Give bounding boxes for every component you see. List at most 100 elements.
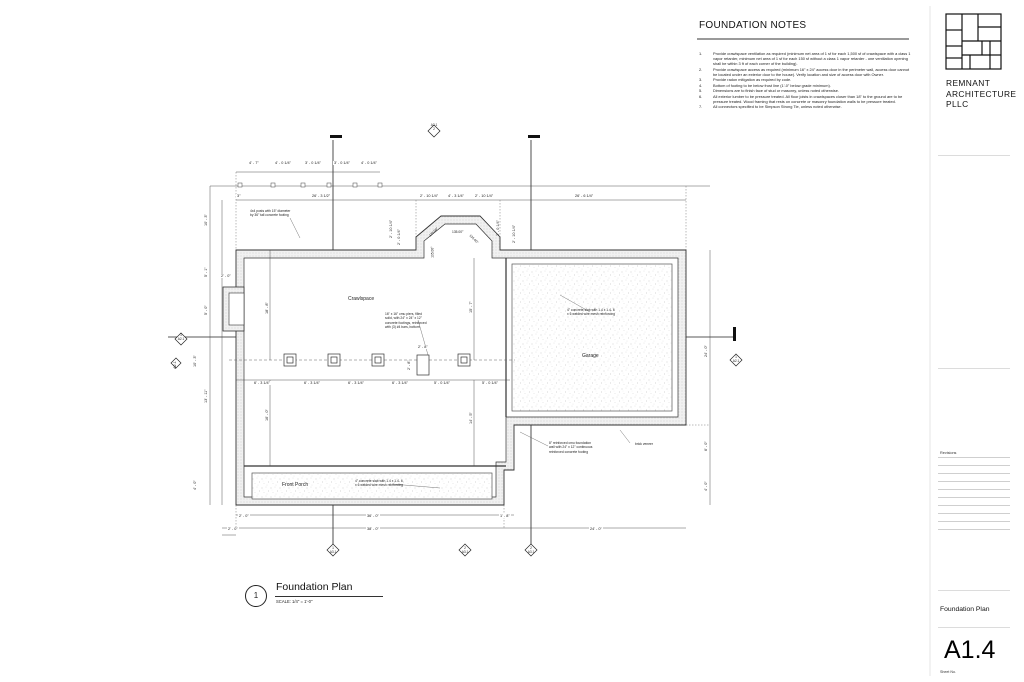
note-item: 5.Dimensions are to finish face of stud … <box>699 88 840 94</box>
titleblock-divider <box>938 155 1010 156</box>
room-label-crawlspace: Crawlspace <box>348 296 375 302</box>
plan-scale: SCALE: 1/4" = 1'-0" <box>276 599 313 604</box>
titleblock-divider <box>938 368 1010 369</box>
revision-row <box>938 481 1010 482</box>
dimension-text: 14' - 5" <box>469 412 473 424</box>
dimension-text: 4' - 0" <box>704 481 708 491</box>
dimension-text: 3" <box>236 194 242 198</box>
dimension-text: 5' - 1" <box>204 267 208 277</box>
revision-row <box>938 465 1010 466</box>
dimension-ticks <box>237 182 383 188</box>
dimension-text: 6' - 0" <box>704 441 708 451</box>
revision-row <box>938 513 1010 514</box>
garage-slab <box>511 263 673 412</box>
foundation-notes-title: FOUNDATION NOTES <box>699 20 807 31</box>
room-label-garage: Garage <box>582 353 599 359</box>
revision-row <box>938 473 1010 474</box>
dimension-text: 2' - 10 1/4" <box>389 219 393 238</box>
firm-name-line: ARCHITECTURE <box>946 88 1017 99</box>
titleblock-divider <box>938 627 1010 628</box>
dimension-text: 2' - 8" <box>407 360 411 370</box>
section-markers <box>170 124 743 557</box>
dimension-text: 15' - 7" <box>469 301 473 313</box>
dimension-text: 18' - 8" <box>265 302 269 314</box>
dimension-text: 5' - 0 1/4" <box>433 381 452 385</box>
note-item: 3.Provide radon mitigation as required b… <box>699 77 792 83</box>
section-tag-left: A2.1 <box>173 361 177 369</box>
revision-row <box>938 489 1010 490</box>
cmu-piers <box>283 353 471 367</box>
revision-row <box>938 457 1010 458</box>
dimension-text: 2' - 0" <box>238 514 250 518</box>
dimension-text: 2' - 8" <box>417 345 429 349</box>
dimension-text: 2' - 0" <box>227 527 239 531</box>
note-item: 4.Bottom of footing to be below frost li… <box>699 82 831 88</box>
dimension-text: 6' - 3 1/4" <box>253 381 272 385</box>
dimension-text: 16' - 0" <box>265 409 269 421</box>
dimension-text: 4' - 0" <box>193 480 197 490</box>
dimension-text: 2' - 0" <box>220 274 232 278</box>
firm-name-line: PLLC <box>946 99 969 109</box>
dimension-text: 5' - 0 1/4" <box>481 381 500 385</box>
dimension-text: 6' - 3 1/4" <box>391 381 410 385</box>
dimension-text: 10' - 3" <box>193 355 197 367</box>
firm-name: REMNANT ARCHITECTURE PLLC <box>946 78 1016 110</box>
revision-row <box>938 529 1010 530</box>
sheet-title: Foundation Plan <box>940 606 990 613</box>
bay-angle-label: 135.00° <box>452 230 464 234</box>
room-label-front-porch: Front Porch <box>282 482 309 488</box>
dimension-lines <box>209 171 711 536</box>
dimension-text: 36' - 0" <box>366 514 380 518</box>
dimension-text: 38' - 0" <box>366 527 380 531</box>
revision-row <box>938 505 1010 506</box>
revision-row <box>938 497 1010 498</box>
dimension-text: 2' - 10 1/4" <box>419 194 440 198</box>
porch-slab <box>251 472 493 500</box>
firm-logo <box>945 13 1002 70</box>
dimension-text: 3' - 0 1/4" <box>333 161 352 165</box>
dimension-text: 2' - 0 1/4" <box>496 219 500 236</box>
dimension-text: 4' - 0 1/4" <box>274 161 293 165</box>
dimension-text: 2' - 10 1/4" <box>512 224 516 243</box>
leader-lines <box>289 217 631 489</box>
plan-title: Foundation Plan <box>276 581 353 593</box>
dimension-text: 1' - 8" <box>499 514 511 518</box>
titleblock-divider <box>938 590 1010 591</box>
dimension-text: 6' - 3 1/4" <box>303 381 322 385</box>
dimension-text: 24' - 0" <box>589 527 603 531</box>
revision-row <box>938 521 1010 522</box>
crawlspace-access <box>416 354 430 376</box>
dimension-text: 2' - 0 1/4" <box>397 228 401 245</box>
dimension-text: 3' - 0 1/4" <box>304 161 323 165</box>
firm-name-line: REMNANT <box>946 78 991 88</box>
dimension-text: 24' - 0" <box>704 345 708 357</box>
plan-number-bubble: 1 <box>245 585 267 607</box>
sheet-no-label: Sheet No. <box>940 670 956 674</box>
note-item: 7.All connectors specified to be Simpson… <box>699 104 842 110</box>
brick-veneer-note: brick veneer <box>635 442 653 446</box>
dimension-text: 4' - 7" <box>248 161 260 165</box>
plan-title-rule <box>275 596 383 597</box>
foundation-notes-list: 1.Provide crawlspace ventilation as requ… <box>699 51 913 110</box>
notes-title-rule <box>697 38 909 40</box>
sheet-number: A1.4 <box>944 636 996 664</box>
dimension-text: 26' - 6 1/4" <box>574 194 595 198</box>
dimension-text: 4' - 0 1/4" <box>360 161 379 165</box>
bay-angle-label: 135.00° <box>430 246 435 258</box>
dimension-text: 4' - 3 1/4" <box>447 194 466 198</box>
dimension-text: 10' - 3" <box>204 214 208 226</box>
note-item: 2.Provide crawlspace access as required … <box>699 66 910 77</box>
dimension-text: 6' - 3 1/4" <box>347 381 366 385</box>
note-item: 6.All exterior lumber to be pressure tre… <box>699 93 903 104</box>
